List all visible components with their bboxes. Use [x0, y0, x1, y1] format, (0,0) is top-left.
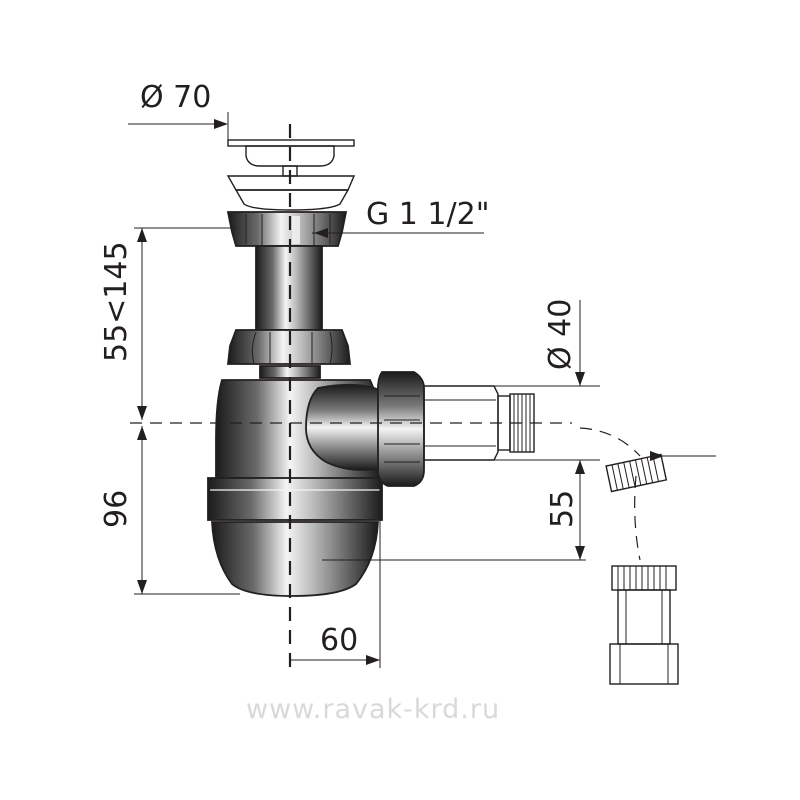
dimension-pipe-diameter: Ø 40	[494, 299, 600, 461]
dimension-label-offset-width: 60	[320, 623, 358, 658]
alternative-outlet	[579, 427, 716, 685]
dimension-thread: G 1 1/2"	[312, 197, 490, 238]
dimension-outlet-diameter: Ø 70	[128, 80, 229, 140]
dimension-label-height-range: 55<145	[99, 241, 134, 362]
dimension-label-pipe-diameter: Ø 40	[543, 299, 578, 370]
outlet-nut	[377, 371, 425, 487]
dimension-label-thread: G 1 1/2"	[366, 197, 490, 232]
dimension-height-range: 55<145	[99, 227, 236, 420]
dimension-outlet-height: 55	[322, 460, 586, 561]
watermark-text: www.ravak-krd.ru	[246, 694, 500, 725]
lower-nut	[226, 329, 352, 379]
drain-flange	[226, 175, 356, 211]
dimension-label-outlet-diameter: Ø 70	[140, 80, 211, 115]
siphon-bottle	[207, 379, 385, 597]
dimension-bottom-height: 96	[99, 426, 240, 595]
thread-nut	[226, 211, 348, 247]
dimension-offset-width: 60	[290, 486, 381, 668]
dimension-label-outlet-height: 55	[545, 490, 580, 528]
dimension-label-bottom-height: 96	[99, 490, 134, 528]
